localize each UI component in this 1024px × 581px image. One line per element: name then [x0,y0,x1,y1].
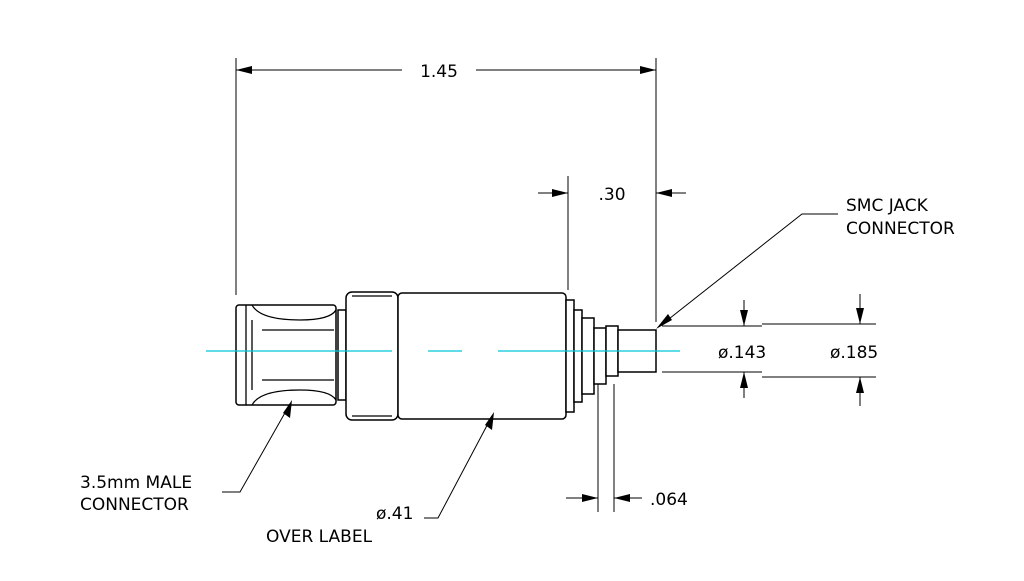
dim-inner-diameter: ø.143 [662,300,766,398]
adapter-part [235,291,657,421]
callout-smc-jack-line1: SMC JACK [846,196,929,216]
flange-step-2 [573,309,583,403]
dim-flange-thickness: .064 [566,384,688,512]
dim-outer-diameter: ø.185 [762,294,878,406]
callout-body-line2: OVER LABEL [266,527,373,547]
dim-overall-length: 1.45 [235,58,657,322]
dim-jack-length: .30 [538,176,686,290]
connector-band [337,309,347,401]
callout-body-line1: ø.41 [376,504,413,524]
callout-smc-jack: SMC JACK CONNECTOR [656,196,955,329]
flange-step-4 [593,327,607,385]
flange-step-1 [565,299,575,413]
callout-male-connector: 3.5mm MALE CONNECTOR [80,400,292,515]
dim-flange-thickness-text: .064 [650,490,688,510]
callout-male-line2: CONNECTOR [80,495,189,515]
callout-over-label: ø.41 OVER LABEL [266,412,494,547]
dim-overall-length-text: 1.45 [420,62,458,82]
dim-outer-diameter-text: ø.185 [830,343,878,363]
hex-nut-facets [245,304,337,406]
flange-step-3 [581,317,595,395]
dim-inner-diameter-text: ø.143 [718,343,766,363]
body-cylinder [397,292,567,420]
dim-jack-length-text: .30 [598,185,625,205]
connector-collar [345,291,399,421]
callout-male-line1: 3.5mm MALE [80,473,192,493]
callout-smc-jack-line2: CONNECTOR [846,219,955,239]
